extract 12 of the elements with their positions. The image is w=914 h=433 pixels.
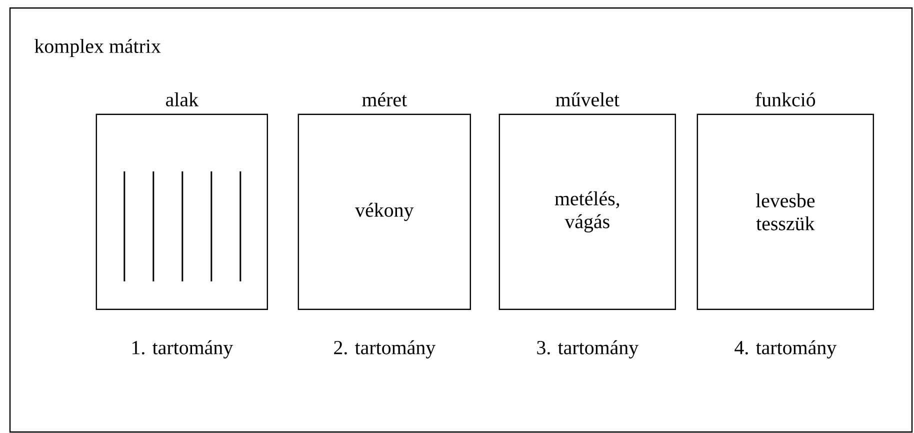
box-caption: 4. tartomány (734, 340, 837, 358)
box-caption: 3. tartomány (537, 340, 639, 358)
box-caption: 1. tartomány (132, 340, 234, 358)
box-heading: méret (362, 92, 407, 106)
box: vékony (298, 114, 471, 310)
box-caption: 2. tartomány (334, 340, 436, 358)
box: levesbe tesszük (696, 114, 874, 310)
box-heading: alak (166, 92, 198, 106)
box: metélés, vágás (498, 114, 676, 310)
box-heading: funkció (756, 92, 816, 106)
box-heading: művelet (556, 92, 620, 106)
frame-title: komplex mátrix (34, 38, 161, 58)
